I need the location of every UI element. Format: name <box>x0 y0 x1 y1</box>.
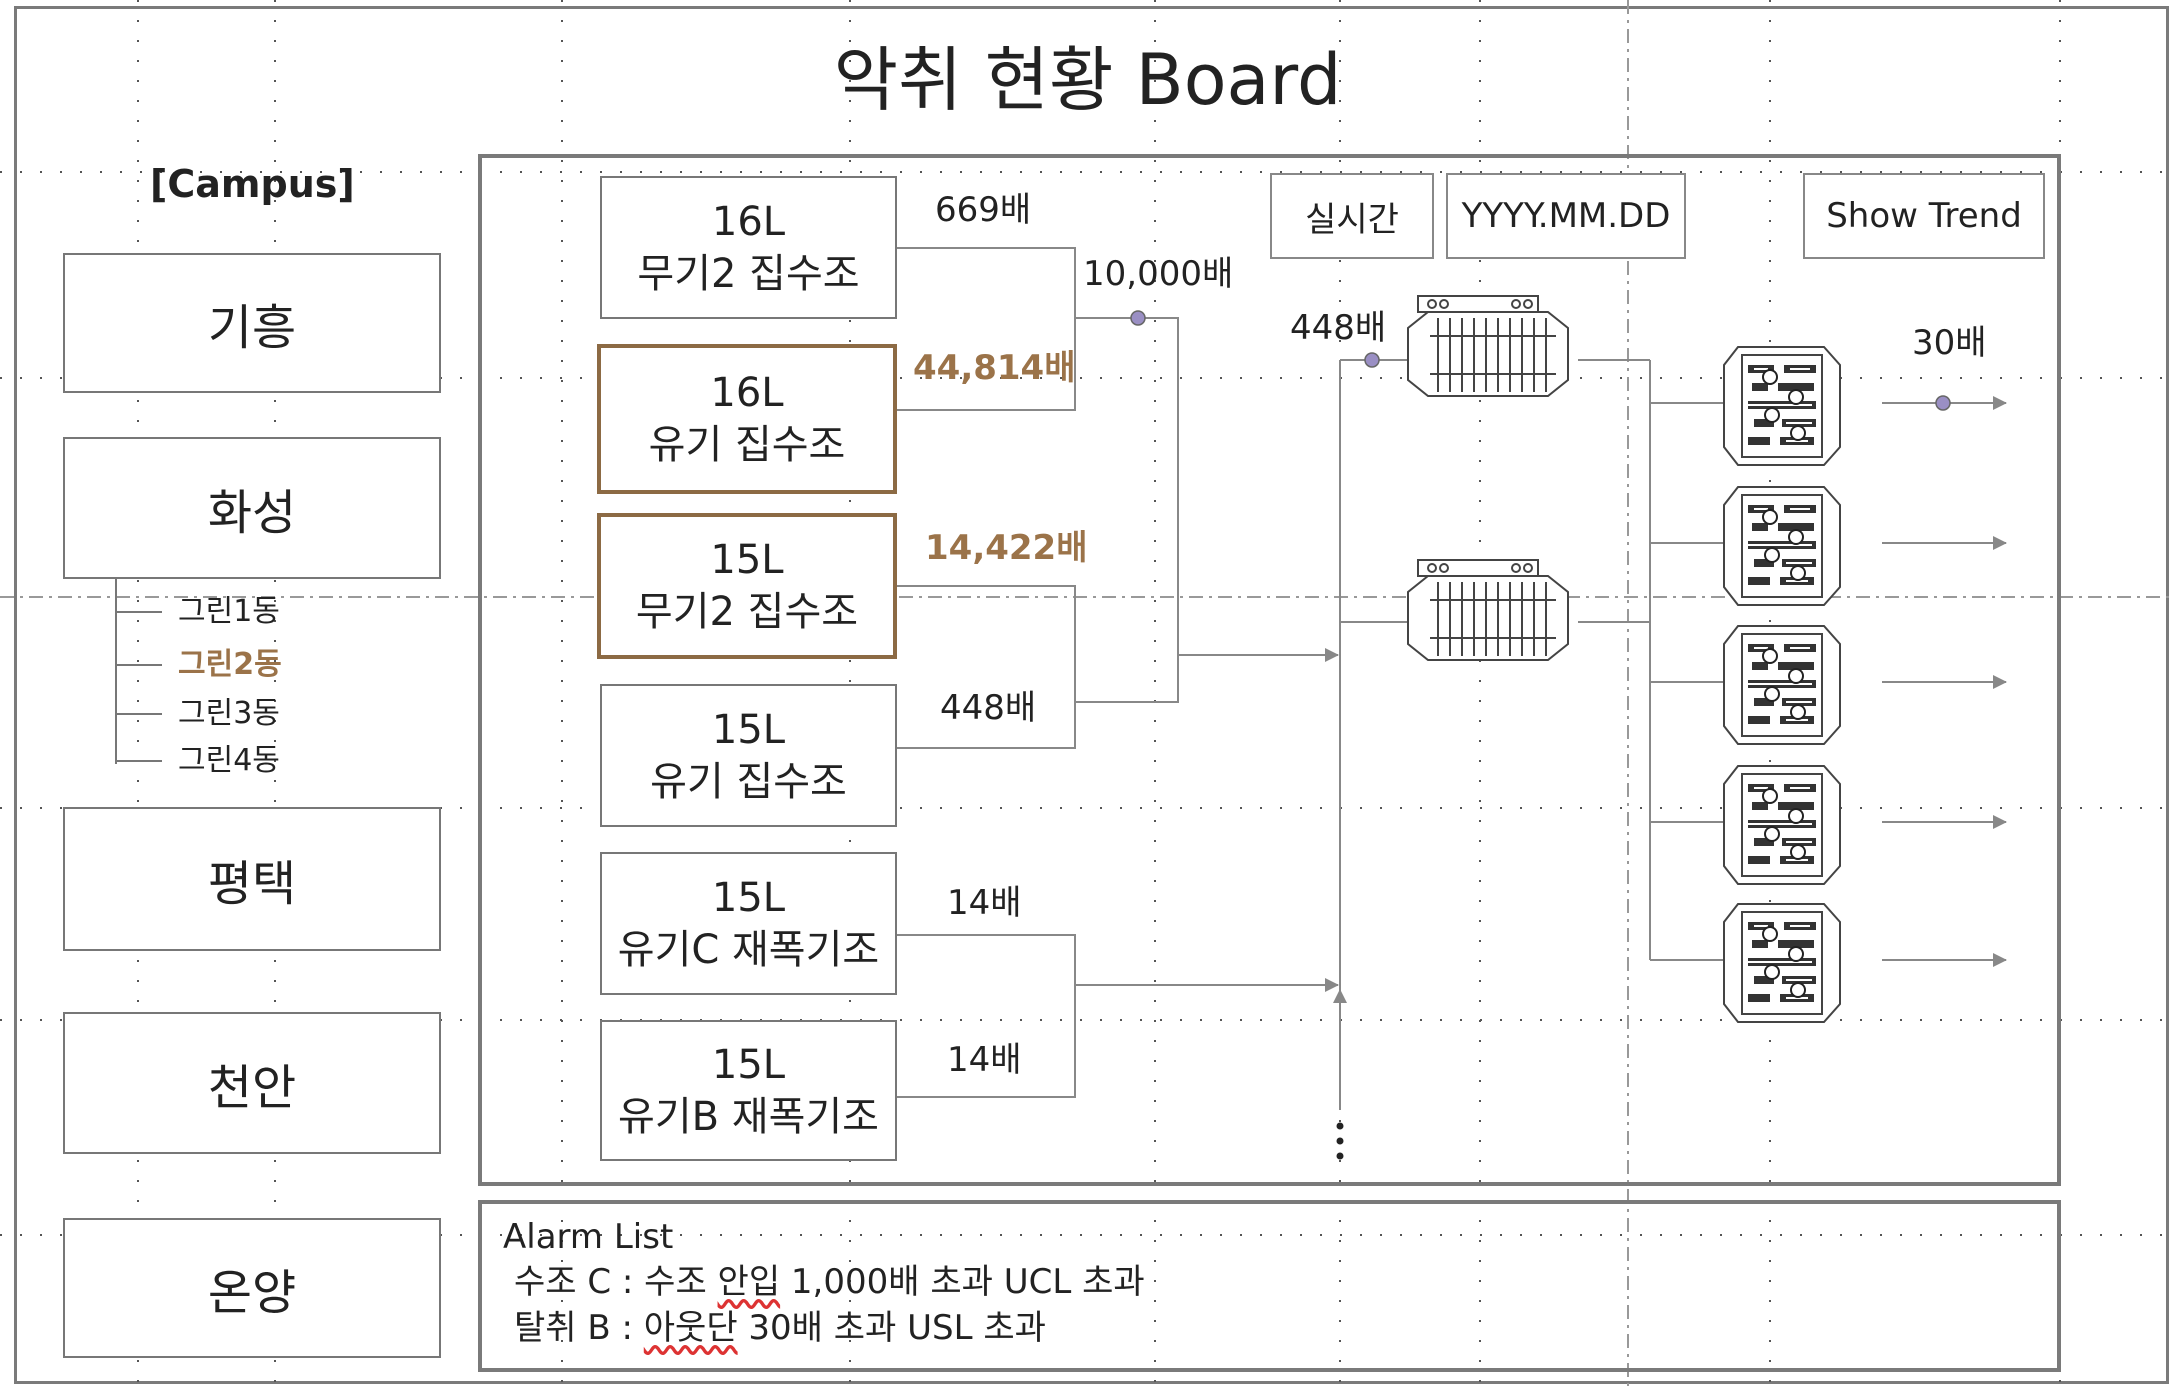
deodorizer-1 <box>1724 347 1840 465</box>
value-merge-top: 10,000배 <box>1083 254 1234 294</box>
tank-line: 16L <box>710 370 784 416</box>
tank-name: 유기 집수조 <box>648 422 846 468</box>
subitem-green2[interactable]: 그린2동 <box>178 647 282 682</box>
tank-name: 무기2 집수조 <box>635 589 859 635</box>
value-tank5: 14배 <box>947 883 1022 923</box>
alarm-text: 탈취 B : <box>514 1308 644 1348</box>
tank-line: 15L <box>710 537 784 583</box>
deodorizer-2 <box>1724 487 1840 605</box>
deodorizer-5 <box>1724 904 1840 1022</box>
scrubber-tower-1 <box>1407 295 1569 397</box>
node-dot <box>1935 395 1951 411</box>
tank-16l-organic[interactable]: 16L 유기 집수조 <box>597 344 897 494</box>
tank-16l-inorganic2[interactable]: 16L 무기2 집수조 <box>600 176 897 319</box>
subitem-green4[interactable]: 그린4동 <box>178 743 280 778</box>
node-dot <box>1130 310 1146 326</box>
tank-name: 무기2 집수조 <box>637 250 860 297</box>
value-tank2: 44,814배 <box>913 348 1076 388</box>
tank-line: 15L <box>711 1041 786 1088</box>
tank-line: 15L <box>711 706 786 753</box>
tank-15l-organic-c[interactable]: 15L 유기C 재폭기조 <box>600 852 897 995</box>
date-field[interactable]: YYYY.MM.DD <box>1446 173 1686 259</box>
page-title: 악취 현황 Board <box>833 39 1342 121</box>
campus-label: [Campus] <box>150 162 355 206</box>
campus-item-giheung[interactable]: 기흥 <box>63 253 441 393</box>
campus-item-pyeongtaek[interactable]: 평택 <box>63 807 441 951</box>
tank-line: 16L <box>711 198 786 245</box>
tank-line: 15L <box>711 874 786 921</box>
deodorizer-4 <box>1724 766 1840 884</box>
tank-name: 유기C 재폭기조 <box>617 926 880 973</box>
tank-15l-organic[interactable]: 15L 유기 집수조 <box>600 684 897 827</box>
campus-item-cheonan[interactable]: 천안 <box>63 1012 441 1154</box>
alarm-flag: 아웃단 <box>643 1308 738 1348</box>
campus-item-hwaseong[interactable]: 화성 <box>63 437 441 579</box>
diagram-panel <box>478 154 2061 1186</box>
campus-item-onyang[interactable]: 온양 <box>63 1218 441 1358</box>
tank-name: 유기B 재폭기조 <box>618 1093 879 1140</box>
alarm-item[interactable]: 탈취 B : 아웃단 30배 초과 USL 초과 <box>514 1305 1046 1351</box>
scrubber-tower-2 <box>1407 559 1569 661</box>
board-frame <box>14 6 2169 1384</box>
realtime-button[interactable]: 실시간 <box>1270 173 1434 259</box>
tank-name: 유기 집수조 <box>650 758 847 805</box>
alarm-text: 30배 초과 USL 초과 <box>737 1308 1046 1348</box>
value-tank3: 14,422배 <box>925 528 1088 568</box>
alarm-text: 수조 C : 수조 <box>514 1262 718 1302</box>
value-scrubber-in: 448배 <box>1290 308 1387 348</box>
value-outlet: 30배 <box>1912 323 1987 363</box>
subitem-green1[interactable]: 그린1동 <box>178 594 280 629</box>
tank-15l-organic-b[interactable]: 15L 유기B 재폭기조 <box>600 1020 897 1161</box>
alarm-title: Alarm List <box>503 1217 674 1257</box>
alarm-panel <box>478 1200 2061 1372</box>
subitem-green3[interactable]: 그린3동 <box>178 696 280 731</box>
value-tank6: 14배 <box>947 1040 1022 1080</box>
value-tank1: 669배 <box>935 190 1032 230</box>
tree-connector <box>115 578 162 764</box>
deodorizer-3 <box>1724 626 1840 744</box>
value-tank4: 448배 <box>940 688 1037 728</box>
show-trend-button[interactable]: Show Trend <box>1803 173 2045 259</box>
alarm-flag: 안입 <box>717 1262 781 1302</box>
alarm-item[interactable]: 수조 C : 수조 안입 1,000배 초과 UCL 초과 <box>514 1259 1145 1305</box>
tank-15l-inorganic2[interactable]: 15L 무기2 집수조 <box>597 513 897 659</box>
alarm-text: 1,000배 초과 UCL 초과 <box>780 1262 1145 1302</box>
node-dot <box>1364 352 1380 368</box>
